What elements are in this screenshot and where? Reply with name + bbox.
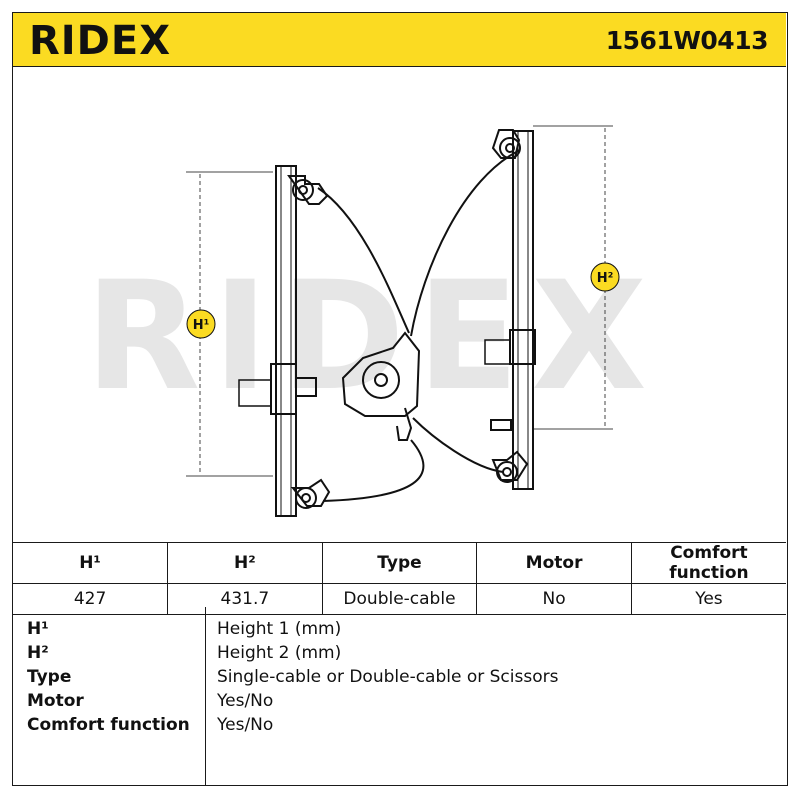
regulator-drawing: RIDEX [85,125,659,517]
header-bar: RIDEX 1561W0413 [13,13,786,67]
window-regulator-diagram: RIDEX [13,68,786,543]
value-h1: 427 [13,583,169,615]
spec-table-header-row: H¹ H² Type Motor Comfort function [13,542,786,584]
spec-table: H¹ H² Type Motor Comfort function 427 43… [13,542,786,615]
legend-value: Yes/No [217,691,274,711]
legend-row: Comfort function Yes/No [13,715,786,739]
legend-key: Type [27,667,72,687]
value-comfort-function: Yes [630,583,786,615]
legend-row: H¹ Height 1 (mm) [13,619,786,643]
legend-divider [205,607,207,785]
value-type: Double-cable [321,583,478,615]
legend-value: Height 1 (mm) [217,619,342,639]
header-motor: Motor [476,542,632,584]
legend-row: Type Single-cable or Double-cable or Sci… [13,667,786,691]
watermark-text: RIDEX [85,250,659,424]
product-sheet: RIDEX 1561W0413 RIDEX [12,12,788,786]
value-h2: 431.7 [167,583,323,615]
legend-value: Yes/No [217,715,274,735]
legend: H¹ Height 1 (mm) H² Height 2 (mm) Type S… [13,607,786,785]
h2-label: H² [597,271,614,286]
header-type: Type [321,542,478,584]
header-comfort-function: Comfort function [630,542,786,584]
part-number: 1561W0413 [605,26,769,55]
legend-value: Single-cable or Double-cable or Scissors [217,667,559,687]
legend-key: Comfort function [27,715,190,735]
header-h2: H² [167,542,323,584]
legend-value: Height 2 (mm) [217,643,342,663]
legend-row: Motor Yes/No [13,691,786,715]
header-h1: H¹ [13,542,169,584]
legend-key: H² [27,643,49,663]
legend-row: H² Height 2 (mm) [13,643,786,667]
spec-table-value-row: 427 431.7 Double-cable No Yes [13,583,786,615]
legend-key: Motor [27,691,84,711]
legend-key: H¹ [27,619,49,639]
svg-text:RIDEX: RIDEX [29,20,171,62]
h1-label: H¹ [193,318,210,333]
ridex-logo: RIDEX [29,20,171,62]
